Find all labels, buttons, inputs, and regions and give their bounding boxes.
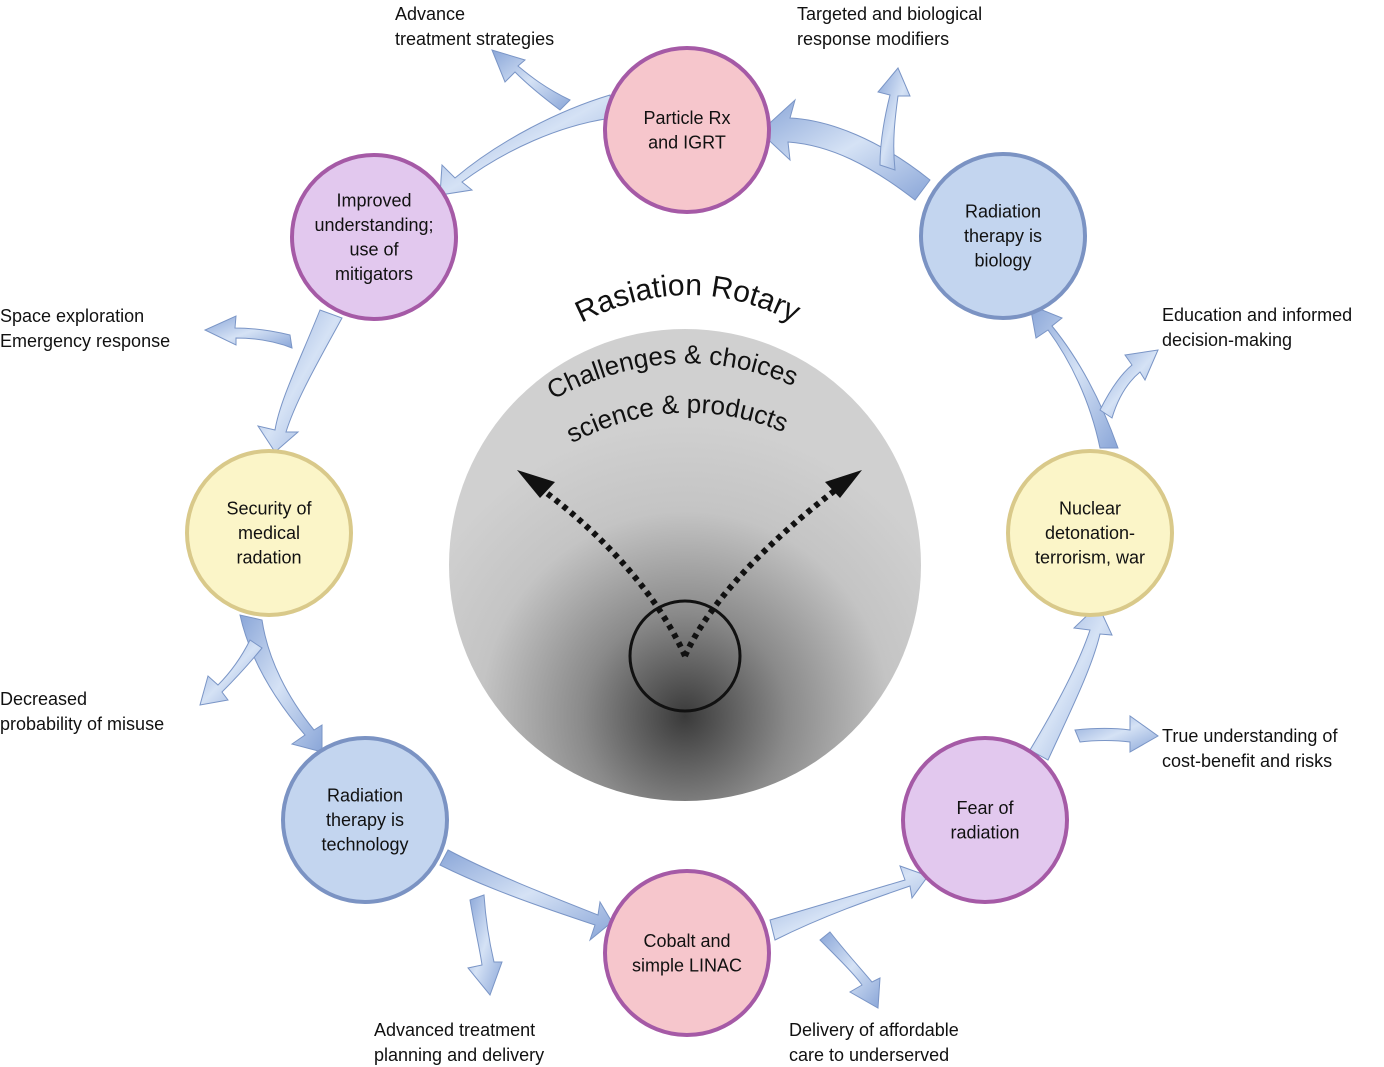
node-label-nuclear-2: terrorism, war: [1035, 548, 1145, 568]
dotted-arrow-left: [538, 485, 688, 658]
branch-advance: [491, 49, 571, 111]
node-label-fear-0: Fear of: [956, 798, 1014, 818]
outcome-label-true-understanding-1: cost-benefit and risks: [1162, 751, 1332, 771]
node-circle-fear: [901, 736, 1069, 904]
node-cobalt: Cobalt and simple LINAC: [603, 869, 771, 1037]
arrow-nuclear-to-biology: [1029, 304, 1119, 449]
outcome-label-advanced-planning-1: planning and delivery: [374, 1045, 544, 1065]
node-label-improved-1: understanding;: [314, 215, 433, 235]
node-label-rt-technology-2: technology: [321, 835, 408, 855]
node-label-improved-2: use of: [349, 239, 399, 259]
branch-decreased: [199, 639, 263, 706]
outcome-label-true-understanding-0: True understanding of: [1162, 726, 1338, 746]
node-circle-nuclear: [1006, 449, 1174, 617]
node-label-fear-1: radiation: [950, 822, 1019, 842]
node-circle-security: [185, 449, 353, 617]
node-label-rt-biology-1: therapy is: [964, 226, 1042, 246]
branch-targeted: [877, 67, 911, 171]
node-label-cobalt-1: simple LINAC: [632, 955, 742, 975]
arrow-fear-to-nuclear: [1029, 604, 1113, 761]
outcome-label-delivery-0: Delivery of affordable: [789, 1020, 959, 1040]
arrow-security-to-technology: [239, 614, 323, 753]
node-circle-improved: [290, 153, 458, 321]
node-improved: Improved understanding; use of mitigators: [290, 153, 458, 321]
node-circle-particle: [603, 46, 771, 214]
node-fear: Fear of radiation: [901, 736, 1069, 904]
node-nuclear: Nuclear detonation-terrorism, war: [1006, 449, 1174, 617]
outcome-label-advance-0: Advance: [395, 4, 465, 24]
node-label-improved-0: Improved: [336, 190, 411, 210]
node-circle-rt-biology: [919, 152, 1087, 320]
branch-delivery: [819, 931, 881, 1009]
node-label-rt-technology-0: Radiation: [327, 786, 403, 806]
outcome-label-advance-1: treatment strategies: [395, 29, 554, 49]
cycle-arrows: [199, 49, 1159, 1009]
arrow-technology-to-cobalt: [439, 849, 613, 942]
outcome-label-delivery-1: care to underserved: [789, 1045, 949, 1065]
dotted-arrow-right-head: [825, 470, 862, 498]
outcome-label-decreased-0: Decreased: [0, 689, 87, 709]
node-circle-cobalt: [603, 869, 771, 1037]
dotted-arrow-left-head: [517, 470, 555, 498]
outcome-label-space-1: Emergency response: [0, 331, 170, 351]
node-label-cobalt-0: Cobalt and: [643, 931, 730, 951]
node-rt-biology: Radiation therapy is biology: [919, 152, 1087, 320]
cycle-nodes: Particle Rx and IGRT Radiation therapy is bi…: [185, 46, 1174, 1037]
outcome-labels: Advance treatment strategies Targeted and …: [0, 4, 1352, 1065]
outcome-label-decreased-1: probability of misuse: [0, 714, 164, 734]
node-security: Security of medical radation: [185, 449, 353, 617]
node-label-rt-biology-2: biology: [974, 251, 1031, 271]
diagram-title: Rasiation Rotary: [570, 269, 805, 329]
arrow-improved-to-security: [256, 309, 343, 453]
node-label-nuclear-1: detonation-: [1045, 523, 1135, 543]
branch-advanced-planning: [467, 894, 503, 996]
arrow-cobalt-to-fear: [769, 865, 929, 941]
dotted-arrow-right: [682, 485, 840, 658]
outcome-label-advanced-planning-0: Advanced treatment: [374, 1020, 535, 1040]
node-label-security-0: Security of: [226, 499, 312, 519]
node-label-security-1: medical: [238, 523, 300, 543]
outcome-label-targeted-0: Targeted and biological: [797, 4, 982, 24]
outcome-label-targeted-1: response modifiers: [797, 29, 949, 49]
node-label-nuclear-0: Nuclear: [1059, 499, 1121, 519]
center-sphere: Rasiation Rotary Challenges & choices sc…: [449, 269, 921, 801]
node-particle: Particle Rx and IGRT: [603, 46, 771, 214]
branch-space: [203, 315, 293, 349]
center-ring: [628, 599, 742, 713]
node-label-particle-0: Particle Rx: [643, 108, 730, 128]
sphere-shape: [449, 329, 921, 801]
node-label-particle-1: and IGRT: [648, 132, 726, 152]
arrow-particle-to-improved: [439, 94, 613, 196]
outcome-label-education-0: Education and informed: [1162, 305, 1352, 325]
node-rt-technology: Radiation therapy is technology: [281, 736, 449, 904]
branch-education: [1099, 349, 1159, 419]
node-label-security-2: radation: [236, 548, 301, 568]
node-label-improved-3: mitigators: [335, 264, 413, 284]
node-label-rt-technology-1: therapy is: [326, 810, 404, 830]
node-label-rt-biology-0: Radiation: [965, 202, 1041, 222]
outcome-label-space-0: Space exploration: [0, 306, 144, 326]
outcome-label-education-1: decision-making: [1162, 330, 1292, 350]
branch-true-understanding: [1074, 715, 1159, 753]
node-circle-rt-technology: [281, 736, 449, 904]
arrow-biology-to-particle: [759, 98, 931, 201]
